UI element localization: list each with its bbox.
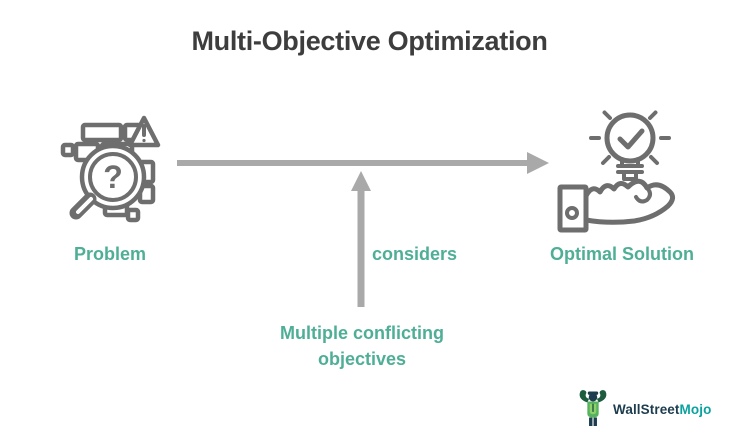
hand-lightbulb-check-icon (557, 110, 676, 233)
considers-label: considers (372, 244, 458, 264)
mascot-left-leg (589, 417, 593, 426)
bulb-tip (622, 170, 638, 181)
logo-text: WallStreetMojo (613, 402, 711, 417)
page-title: Multi-Objective Optimization (191, 26, 548, 56)
mascot-right-arm (596, 390, 607, 403)
magnifier-handle-core (76, 197, 93, 214)
vertical-arrow (351, 171, 371, 307)
exclamation-dot (142, 138, 146, 143)
light-rays (589, 110, 671, 165)
brick-shape (80, 122, 124, 143)
mascot-right-leg (593, 417, 597, 426)
lightbulb-glass (604, 112, 656, 164)
logo-text-secondary: Mojo (679, 401, 712, 417)
wallstreetmojo-mascot-icon (579, 390, 607, 426)
sleeve-cuff (557, 184, 589, 233)
cuff-button (565, 206, 579, 220)
mascot-left-arm (579, 390, 590, 403)
horizontal-arrow (177, 152, 549, 174)
open-hand-outline (583, 178, 676, 225)
problem-node: ? (50, 111, 170, 231)
question-mark-glyph: ? (103, 159, 123, 195)
small-square-shape (125, 207, 141, 223)
objectives-label: Multiple conflicting objectives (280, 323, 444, 369)
logo-text-primary: WallStreet (613, 401, 680, 417)
problem-label: Problem (73, 244, 147, 264)
solution-label: Optimal Solution (550, 244, 694, 264)
magnifier-question-warning-icon: ? (60, 115, 161, 223)
mascot-head (588, 392, 598, 402)
curled-finger-detail (634, 186, 652, 204)
wallstreetmojo-logo: WallStreetMojo (576, 388, 711, 430)
solution-node (553, 108, 685, 234)
checkmark-icon (617, 128, 645, 150)
small-square-shape (60, 142, 76, 158)
lens-inner-ring (88, 152, 138, 202)
